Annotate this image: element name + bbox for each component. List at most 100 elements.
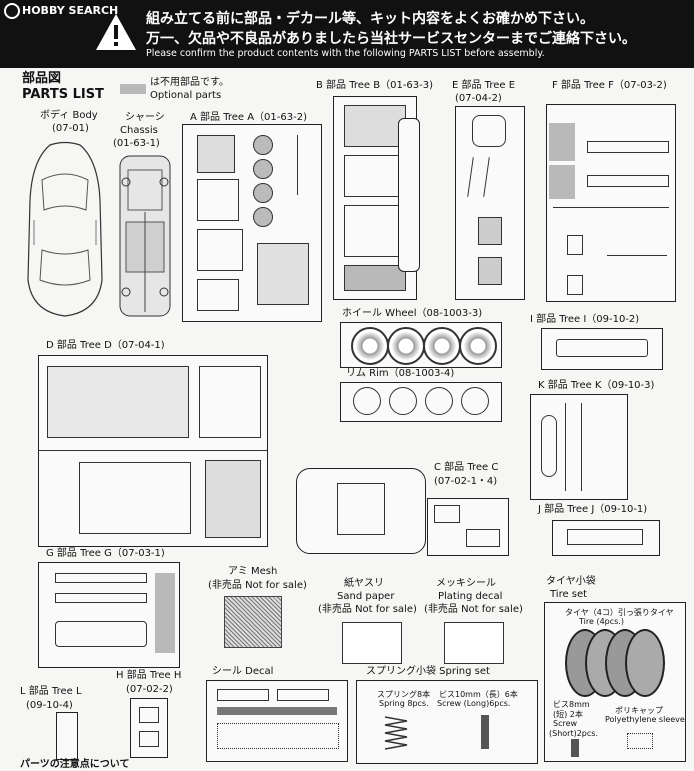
tire-screw-jp: ビス8mm [553, 700, 590, 709]
tree-k-part-1 [541, 415, 557, 477]
tree-b-sprue [398, 118, 420, 272]
bottom-section-heading: パーツの注意点について [20, 759, 130, 770]
rim-4 [461, 387, 489, 415]
tree-h-frame [130, 698, 168, 758]
warning-icon [96, 14, 136, 50]
tire-cap-icon [627, 733, 653, 749]
tree-i-label: I 部品 Tree I（09-10-2) [530, 314, 640, 325]
tree-b-part-1 [344, 105, 406, 147]
wheel-3 [423, 327, 461, 365]
tire-screw-qty: (短) 2本 [553, 710, 583, 719]
spring-screw-icon [481, 715, 489, 749]
mesh-sheet [224, 596, 282, 648]
decal-stripe [217, 707, 337, 715]
tree-f-rod [607, 255, 667, 256]
chassis-code: (01-63-1) [113, 138, 160, 149]
tree-a-part-3 [197, 179, 239, 221]
tire-set-en: Tire set [550, 589, 588, 600]
legend-jp: は不用部品です。 [150, 77, 229, 88]
rim-1 [353, 387, 381, 415]
decal-marks [217, 723, 339, 749]
tree-b-part-3 [344, 205, 406, 257]
tree-e-part-1 [472, 115, 506, 147]
parts-list-title-jp: 部品図 [22, 71, 62, 86]
spring-set-frame: スプリング8本 Spring 8pcs. ビス10mm（長）6本 Screw (… [356, 680, 538, 764]
tree-g-label: G 部品 Tree G（07-03-1) [46, 548, 165, 559]
tree-f-part-b [567, 275, 583, 295]
tire-screw-en: Screw [553, 719, 578, 728]
legend-swatch [120, 84, 146, 94]
tree-a-label: A 部品 Tree A（01-63-2) [190, 112, 307, 123]
tree-d-doors [79, 462, 191, 534]
tree-g-optional [155, 573, 175, 653]
tree-h-part-1 [139, 707, 159, 723]
tire-cap-jp: ポリキャップ [615, 706, 663, 715]
tree-a-frame [182, 124, 322, 322]
legend-en: Optional parts [150, 90, 222, 101]
spring-screw-jp: ビス10mm（長）6本 [439, 690, 518, 699]
rim-3 [425, 387, 453, 415]
tree-f-bar-2 [587, 175, 669, 187]
body-drawing [27, 141, 103, 317]
decal-plate-1 [217, 689, 269, 701]
tree-a-part-2 [197, 135, 235, 173]
tree-d-seat-part [199, 366, 261, 438]
header-banner: HOBBY SEARCH 組み立てる前に部品・デカール等、キット内容をよくお確か… [0, 0, 694, 68]
wheel-frame [340, 322, 502, 368]
tree-f-optional-2 [549, 165, 575, 199]
header-line-jp2: 万一、欠品や不良品がありましたら当社サービスセンターまでご連絡下さい。 [146, 31, 636, 47]
tree-f-label: F 部品 Tree F（07-03-2) [552, 80, 667, 91]
tree-c-window [296, 468, 426, 554]
spring-icon [384, 716, 408, 750]
tree-c-frame [427, 498, 509, 556]
tree-j-label: J 部品 Tree J（09-10-1) [538, 504, 648, 515]
tree-b-label: B 部品 Tree B（01-63-3) [316, 80, 434, 91]
tree-c-part-2 [466, 529, 500, 547]
tree-d-label: D 部品 Tree D（07-04-1) [46, 340, 165, 351]
tree-e-part-2 [478, 217, 502, 245]
wheel-2 [387, 327, 425, 365]
tree-j-part [567, 529, 643, 545]
tree-a-part-6 [197, 279, 239, 311]
spring-en: Spring 8pcs. [379, 699, 429, 708]
tree-l-code: (09-10-4) [26, 700, 73, 711]
tree-k-rod-1 [565, 403, 566, 491]
tree-g-bar-2 [55, 593, 147, 603]
tree-a-gear-4 [253, 207, 273, 227]
tree-f-divider [553, 207, 669, 208]
tree-d-dash [205, 460, 261, 538]
watermark-logo: HOBBY SEARCH [4, 3, 118, 19]
tire-note-jp: タイヤ（4コ）引っ張りタイヤ [565, 608, 674, 617]
tree-j-frame [552, 520, 660, 556]
tree-b-optional [344, 265, 406, 291]
tree-f-bar-1 [587, 141, 669, 153]
body-label: ボディ Body [40, 110, 98, 121]
plating-jp: メッキシール [436, 578, 496, 589]
parts-list-title-en: PARTS LIST [22, 87, 104, 102]
rim-label: リム Rim（08-1003-4) [346, 368, 455, 379]
tree-k-label: K 部品 Tree K（09-10-3) [538, 380, 655, 391]
tree-a-part-4 [197, 229, 243, 271]
tire-note-en: Tire (4pcs.) [579, 617, 624, 626]
wheel-1 [351, 327, 389, 365]
tree-l-frame [56, 712, 78, 760]
tree-e-frame [455, 106, 525, 300]
rim-2 [389, 387, 417, 415]
tree-e-part-3 [478, 257, 502, 285]
tree-a-gear-1 [253, 135, 273, 155]
sandpaper-sheet [342, 622, 402, 664]
plating-sheet [444, 622, 504, 664]
sandpaper-en: Sand paper [337, 591, 395, 602]
sandpaper-jp: 紙ヤスリ [344, 578, 384, 589]
tree-b-part-2 [344, 155, 406, 197]
tree-g-frame [38, 562, 180, 668]
tree-f-optional-1 [549, 123, 575, 161]
spring-set-label: スプリング小袋 Spring set [366, 666, 490, 677]
chassis-label-en: Chassis [120, 125, 158, 136]
tire-screw-icon [571, 739, 579, 757]
wheel-label: ホイール Wheel（08-1003-3) [342, 308, 483, 319]
tire-set-frame: タイヤ（4コ）引っ張りタイヤ Tire (4pcs.) ビス8mm (短) 2本… [544, 602, 686, 762]
chassis-label-jp: シャーシ [125, 112, 165, 123]
tree-f-frame [546, 104, 676, 302]
tire-screw-en2: (Short)2pcs. [549, 729, 598, 738]
